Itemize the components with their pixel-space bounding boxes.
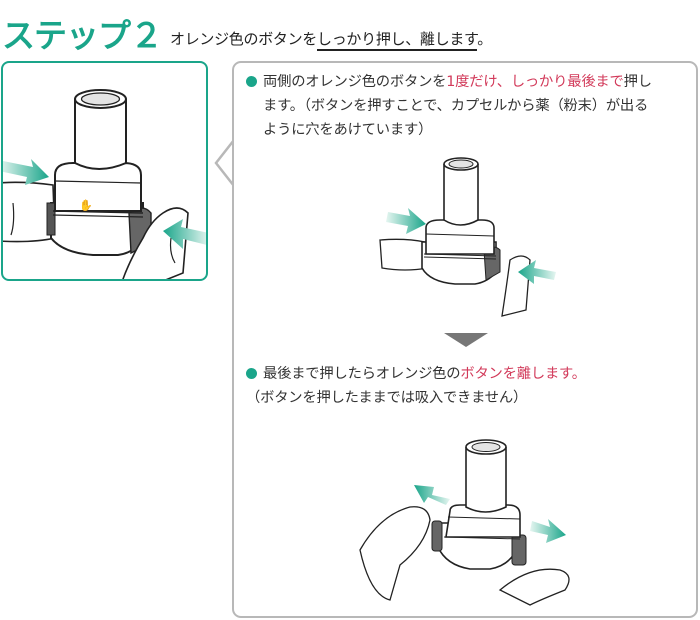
release-text-line2: （ボタンを押したままでは吸入できません） xyxy=(246,390,528,406)
release-text: 最後まで押したらオレンジ色の xyxy=(263,366,461,382)
press-text-line3: ように穴をあけています） xyxy=(263,122,433,138)
release-highlight: ボタンを離します。 xyxy=(460,366,586,382)
down-arrow-icon xyxy=(444,333,488,347)
subtitle-underlined: しっかり押し、離します xyxy=(317,30,478,51)
inhaler-released-illustration xyxy=(359,439,570,606)
subtitle-end: 。 xyxy=(477,30,492,48)
step-subtitle: オレンジ色のボタンをしっかり押し、離します。 xyxy=(170,28,492,51)
closeup-illustration-box: ✋ xyxy=(1,61,208,281)
step-title: ステップ２ xyxy=(2,16,163,55)
press-text-line2: ます。（ボタンを押すことで、カプセルから薬（粉末）が出る xyxy=(263,98,649,114)
subtitle-plain: オレンジ色のボタンを xyxy=(170,30,318,48)
instruction-press: 両側のオレンジ色のボタンを1度だけ、しっかり最後まで押し ます。（ボタンを押すこ… xyxy=(246,70,691,142)
press-text-end: 押し xyxy=(623,74,652,90)
step-header: ステップ２ オレンジ色のボタンをしっかり押し、離します。 xyxy=(0,10,492,52)
instruction-release: 最後まで押したらオレンジ色のボタンを離します。 （ボタンを押したままでは吸入でき… xyxy=(246,362,691,410)
press-highlight: 1度だけ、しっかり最後まで xyxy=(446,74,624,90)
press-text: 両側のオレンジ色のボタンを xyxy=(263,74,447,90)
bullet-icon xyxy=(246,76,257,87)
inhaler-closeup-illustration: ✋ xyxy=(3,89,206,279)
svg-text:✋: ✋ xyxy=(79,199,93,212)
inhaler-pressed-illustration xyxy=(379,157,556,317)
bullet-icon xyxy=(246,368,257,379)
